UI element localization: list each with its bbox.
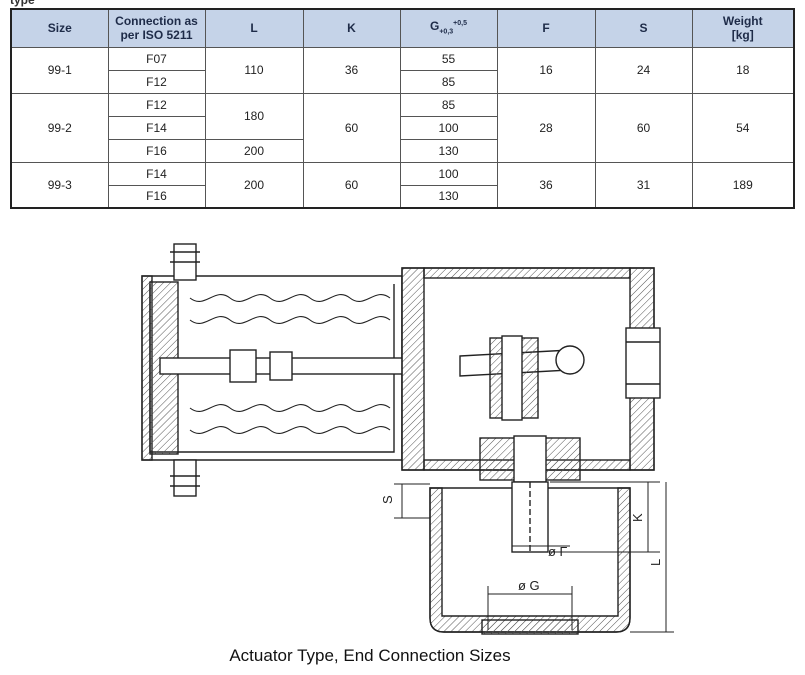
cell-l: 200 [204, 138, 304, 163]
header-g: G+0,3+0,5 [399, 8, 498, 48]
header-connection: Connection as per ISO 5211 [107, 8, 206, 48]
cell-weight: 54 [691, 92, 795, 163]
bolt-bottom [173, 459, 197, 497]
table-row: F16 200 130 [11, 138, 794, 163]
cell-s: 60 [594, 92, 693, 163]
table-row: 99-1 F07 110 36 55 16 24 18 [10, 46, 795, 94]
header-weight: Weight [kg] [691, 8, 795, 48]
cell-weight: 18 [691, 46, 795, 94]
header-size: Size [10, 8, 109, 48]
cell-s: 31 [594, 161, 693, 209]
cell-g: 85 [399, 69, 498, 94]
cell-connection: F14 [107, 115, 206, 140]
cell-size: 99-3 [10, 161, 109, 209]
header-g-sub: +0,3 [439, 28, 454, 36]
table-row: 99-3 F14 200 60 100 36 31 189 [10, 161, 795, 209]
table-row: F12 85 [11, 69, 794, 94]
cell-k: 60 [302, 92, 401, 163]
spring-lower [189, 403, 391, 435]
header-g-letter: G [430, 19, 440, 34]
header-weight-line2: [kg] [731, 28, 754, 43]
cell-connection: F07 [107, 46, 206, 71]
header-f: F [496, 8, 596, 48]
cell-size: 99-2 [10, 92, 109, 163]
table-row: F16 130 [11, 184, 794, 209]
cell-weight: 189 [691, 161, 795, 209]
cell-k: 36 [302, 46, 401, 94]
header-k: K [302, 8, 401, 48]
dimensions-table: Size Connection as per ISO 5211 L K G+0,… [10, 8, 795, 209]
cell-l: 180 [204, 92, 304, 140]
cell-g: 100 [399, 161, 498, 186]
label-g: ø G [518, 578, 540, 593]
label-l: L [648, 559, 663, 566]
label-k: K [630, 513, 645, 522]
header-l: L [204, 8, 304, 48]
cell-connection: F14 [107, 161, 206, 186]
table-row: 99-2 F12 180 60 85 28 60 54 [10, 92, 795, 163]
cell-size: 99-1 [10, 46, 109, 94]
cell-g: 100 [399, 115, 498, 140]
header-weight-line1: Weight [722, 14, 763, 29]
label-s: S [380, 495, 395, 504]
header-g-sup: +0,5 [453, 20, 467, 28]
indicator [625, 327, 661, 399]
cell-g: 130 [399, 184, 498, 209]
cell-f: 36 [496, 161, 596, 209]
cell-f: 16 [496, 46, 596, 94]
piston-rod [159, 357, 441, 375]
spring-upper [189, 293, 391, 325]
header-connection-line1: Connection as [115, 14, 198, 29]
actuator-drawing: S K L ø F ø G [141, 243, 674, 635]
cell-f: 28 [496, 92, 596, 163]
cell-g: 130 [399, 138, 498, 163]
cell-l: 110 [204, 46, 304, 94]
figure-caption: Actuator Type, End Connection Sizes [229, 646, 511, 665]
cell-connection: F16 [107, 138, 206, 163]
header-s: S [594, 8, 693, 48]
cell-connection: F16 [107, 184, 206, 209]
cell-connection: F12 [107, 92, 206, 117]
cell-s: 24 [594, 46, 693, 94]
table-header-row: Size Connection as per ISO 5211 L K G+0,… [10, 8, 795, 48]
label-f: ø F [548, 544, 568, 559]
cell-l: 200 [204, 161, 304, 209]
cell-k: 60 [302, 161, 401, 209]
cell-g: 55 [399, 46, 498, 71]
section-title: type [10, 0, 35, 7]
cell-g: 85 [399, 92, 498, 117]
cell-connection: F12 [107, 69, 206, 94]
header-connection-line2: per ISO 5211 [120, 28, 193, 43]
